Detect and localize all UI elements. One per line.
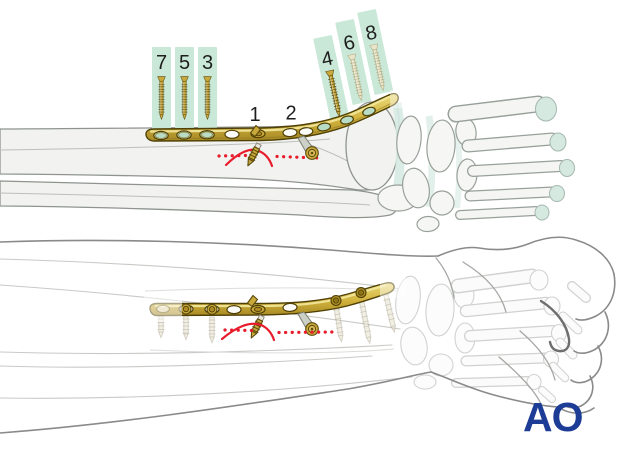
forearm-top-edge — [0, 239, 439, 257]
dorsal-plate-top — [145, 92, 399, 142]
finger-curl-4 — [562, 375, 594, 409]
lag-screw-1-bottom — [250, 314, 265, 339]
locking-ring — [178, 131, 190, 139]
hand-top-edge — [437, 236, 615, 275]
screw-2-end-on — [297, 135, 319, 160]
fracture-line-dotted — [217, 153, 322, 160]
plate-tip-fade — [390, 90, 404, 108]
wrist-crease — [435, 257, 455, 299]
forearm-bones — [0, 94, 400, 219]
fracture-lines-bottom — [220, 322, 335, 342]
plate-hole-empty — [226, 305, 242, 315]
plate-highlight — [154, 284, 387, 308]
pisiform-bone — [416, 215, 440, 233]
dorsal-plate-bottom — [149, 281, 395, 317]
ghost-ulna-edge — [149, 348, 395, 354]
carpal-bone — [426, 119, 456, 173]
metacarpal-bones — [447, 95, 575, 221]
screw-head-socket — [208, 306, 216, 313]
palm-crease-2 — [498, 356, 542, 405]
finger-curl-2 — [573, 311, 610, 354]
ghost-metacarpal-head — [543, 296, 561, 316]
lag-screw-head-seated — [253, 306, 263, 312]
screw-label-1: 1 — [249, 104, 260, 126]
screw-2-end-on-bottom — [297, 311, 319, 336]
lag-screw-1 — [247, 142, 262, 167]
screw-4-highlight: 4 — [313, 35, 350, 121]
ulna-ridge-line — [0, 192, 371, 206]
top-panel-bone-view: 7 5 3 4 6 8 — [0, 9, 575, 233]
metacarpal-head — [549, 132, 567, 152]
screw-head-socket — [332, 297, 339, 304]
screw-head-socket — [357, 289, 364, 296]
screw-label-6: 6 — [342, 31, 357, 55]
forearm-muscle-contours — [0, 258, 419, 399]
ao-logo-text: AO — [523, 394, 583, 440]
screw-label-7: 7 — [156, 52, 167, 74]
screw-label-5: 5 — [179, 52, 190, 74]
screw-label-8: 8 — [364, 21, 379, 45]
carpal-bone — [429, 190, 455, 216]
metacarpal-head — [534, 204, 550, 221]
metacarpal-head — [535, 96, 557, 122]
plate-hole-empty — [224, 129, 240, 139]
palm-crease-1 — [519, 330, 556, 381]
ghost-screws-in-bone — [157, 289, 396, 345]
screw-1-head-proud — [249, 124, 262, 138]
ghost-metacarpal-head — [529, 269, 549, 291]
thumb-outline — [539, 299, 571, 353]
metacarpal-head — [559, 159, 575, 177]
hand-bottom-bump — [557, 406, 595, 414]
locking-ring — [201, 131, 213, 139]
screw-2-head-center — [310, 151, 314, 155]
forearm-bottom-edge — [0, 371, 559, 434]
plate-hole-4 — [316, 122, 332, 132]
plate-hole-6 — [340, 115, 354, 125]
carpal-and-hand-bones — [377, 95, 575, 233]
plate-hole-empty — [282, 302, 298, 313]
screw-label-2: 2 — [285, 103, 296, 125]
plate-hole-2 — [282, 127, 298, 138]
finger-curl-3 — [570, 345, 603, 384]
locking-ring — [155, 132, 167, 139]
thenar-crease — [462, 261, 507, 313]
screw-3-highlight: 3 — [198, 47, 217, 133]
ao-logo: AO — [523, 394, 584, 440]
fracture-line-dotted — [223, 328, 335, 335]
screw-label-4: 4 — [320, 47, 335, 71]
arm-and-hand-outline — [0, 236, 616, 434]
ghost-metacarpal-head — [526, 373, 542, 391]
finger-curl-1 — [575, 273, 616, 321]
plate-hole-empty — [298, 127, 314, 137]
ghost-phalanges — [538, 281, 591, 403]
plate-proximal-fade — [144, 294, 182, 322]
screw-5-highlight: 5 — [175, 47, 194, 133]
screw-label-3: 3 — [202, 52, 213, 74]
plate-distal-fade — [380, 276, 406, 298]
fracture-line-solid-arc — [220, 322, 276, 342]
ulna-shaft — [0, 180, 398, 219]
bottom-panel-soft-tissue-view: AO — [0, 236, 616, 440]
plate-body — [145, 92, 399, 142]
plate-hole-8 — [362, 106, 376, 117]
screw-7-highlight: 7 — [152, 47, 171, 133]
lag-screw-head-proud — [246, 294, 259, 308]
screw-8-highlight: 8 — [357, 9, 394, 95]
metacarpal-head — [549, 185, 565, 202]
carpal-bone — [396, 115, 422, 165]
screw-6-highlight: 6 — [335, 19, 372, 105]
ghost-hand-bones — [395, 268, 591, 403]
screw-head-socket — [182, 305, 190, 313]
carpal-bone — [402, 167, 430, 209]
